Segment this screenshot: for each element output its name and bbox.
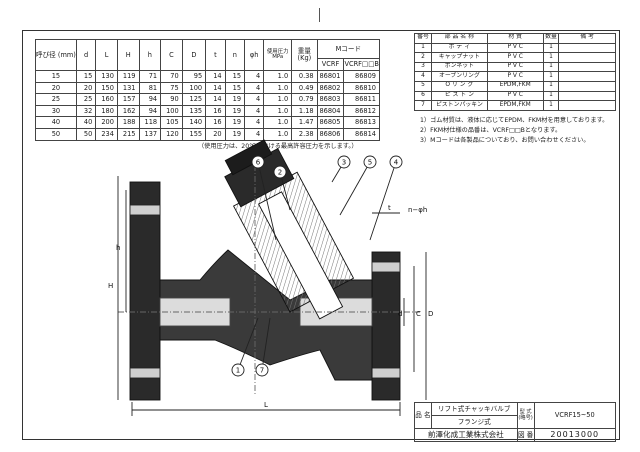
drawing-no-value: 20013000 <box>533 428 617 442</box>
model-label: 型 式 (略号) <box>516 402 535 429</box>
table-cell: 4 <box>244 116 265 129</box>
col-header: H <box>116 39 140 71</box>
col-header: 使用圧力 MPa <box>263 39 293 71</box>
table-cell: 19 <box>224 127 246 141</box>
dim-h-label: h <box>116 244 120 252</box>
balloon-circle <box>251 155 265 169</box>
table-cell: 137 <box>138 127 162 141</box>
dimension-table-subheader-row: VCRF VCRF□□B <box>36 58 380 71</box>
dim-d-label: d <box>398 310 402 318</box>
valve-body <box>159 249 373 381</box>
table-cell: 86803 <box>316 93 345 106</box>
dim-L-label: L <box>264 401 268 409</box>
title-block-row-3: 前澤化成工業株式会社 図 番 20013000 <box>414 428 617 442</box>
col-header: 重量 (Kg) <box>291 39 318 71</box>
table-cell: 86814 <box>343 127 380 141</box>
balloon-number: 6 <box>256 159 261 167</box>
balloon-circle <box>231 363 245 377</box>
balloon-number: 1 <box>236 367 240 375</box>
balloon-number: 5 <box>368 159 372 167</box>
col-header: φh <box>244 39 265 71</box>
dim-C-label: C <box>416 310 421 318</box>
balloon-circle <box>337 155 351 169</box>
table-cell: 118 <box>138 116 162 129</box>
table-cell: 86809 <box>343 70 380 83</box>
col-header: d <box>75 39 97 71</box>
col-header: n <box>224 39 246 71</box>
note-1: 1）ゴム材質は、液体に応じてEPDM、FKM材を用意しております。 <box>420 117 609 124</box>
table-cell: 50 <box>35 127 77 141</box>
table-cell: ピストンパッキン <box>430 100 488 111</box>
name-value-1: リフト式チャッキバルブ <box>430 402 518 416</box>
dim-nphih-label: n−φh <box>408 206 427 214</box>
col-subheader: VCRF□□B <box>343 58 380 71</box>
table-cell <box>558 100 616 111</box>
table-cell: 4 <box>244 127 265 141</box>
balloon-circle <box>363 155 377 169</box>
dimension-table-footnote: （使用圧力は、20℃における最高許容圧力を示します。） <box>198 143 358 150</box>
table-cell: 50 <box>75 127 97 141</box>
balloon-labels: 1 7 6 2 3 5 4 <box>231 155 403 377</box>
balloon-circle <box>255 363 269 377</box>
table-cell: 4 <box>244 70 265 83</box>
company-name: 前澤化成工業株式会社 <box>414 428 518 442</box>
left-flange <box>129 181 161 401</box>
note-2: 2）FKM材仕様の品番は、VCRF□□Bとなります。 <box>420 127 562 134</box>
balloon-circle <box>389 155 403 169</box>
dim-H-label: H <box>108 282 113 290</box>
balloon-number: 3 <box>342 159 346 167</box>
drawing-no-label: 図 番 <box>516 428 535 442</box>
name-value-2: フランジ式 <box>430 415 518 429</box>
balloon-number: 4 <box>394 159 399 167</box>
table-cell: 1.0 <box>263 127 293 141</box>
dim-t-label: t <box>388 204 391 212</box>
balloon-number: 7 <box>260 367 264 375</box>
title-block-row-1: 品 名 リフト式チャッキバルブ 型 式 (略号) VCRF15~50 <box>414 402 617 429</box>
table-cell: 86806 <box>316 127 345 141</box>
table-cell: 19 <box>224 93 246 106</box>
name-label: 品 名 <box>414 402 432 429</box>
title-block: 品 名 リフト式チャッキバルブ 型 式 (略号) VCRF15~50 フランジ式… <box>414 402 617 442</box>
right-flange-bolt-hole <box>371 367 401 379</box>
table-cell: 2.38 <box>291 127 318 141</box>
piston <box>257 191 344 320</box>
table-cell: 1 <box>542 100 560 111</box>
col-header: D <box>181 39 207 71</box>
col-header: h <box>138 39 162 71</box>
dim-D-label: D <box>428 310 433 318</box>
model-value: VCRF15~50 <box>533 402 617 429</box>
drawing-sheet-border <box>22 30 620 440</box>
note-3: 3）Mコードは各製品についており、お問い合わせください。 <box>420 137 590 144</box>
table-cell: 215 <box>116 127 140 141</box>
balloon-number: 2 <box>278 169 282 177</box>
right-flange-bolt-hole <box>371 261 401 273</box>
balloon-circle <box>273 165 287 179</box>
sheet-center-mark <box>319 8 320 22</box>
left-flange-bolt-hole <box>129 204 161 216</box>
dimension-table: 呼び径 (mm) d L H h C D t n φh 使用圧力 MPa 重量 … <box>35 39 381 141</box>
left-flange-bolt-hole <box>129 367 161 379</box>
table-cell: 4 <box>244 81 265 95</box>
dimension-table-header-row: 呼び径 (mm) d L H h C D t n φh 使用圧力 MPa 重量 … <box>35 39 381 71</box>
col-subheader: VCRF <box>316 58 345 71</box>
